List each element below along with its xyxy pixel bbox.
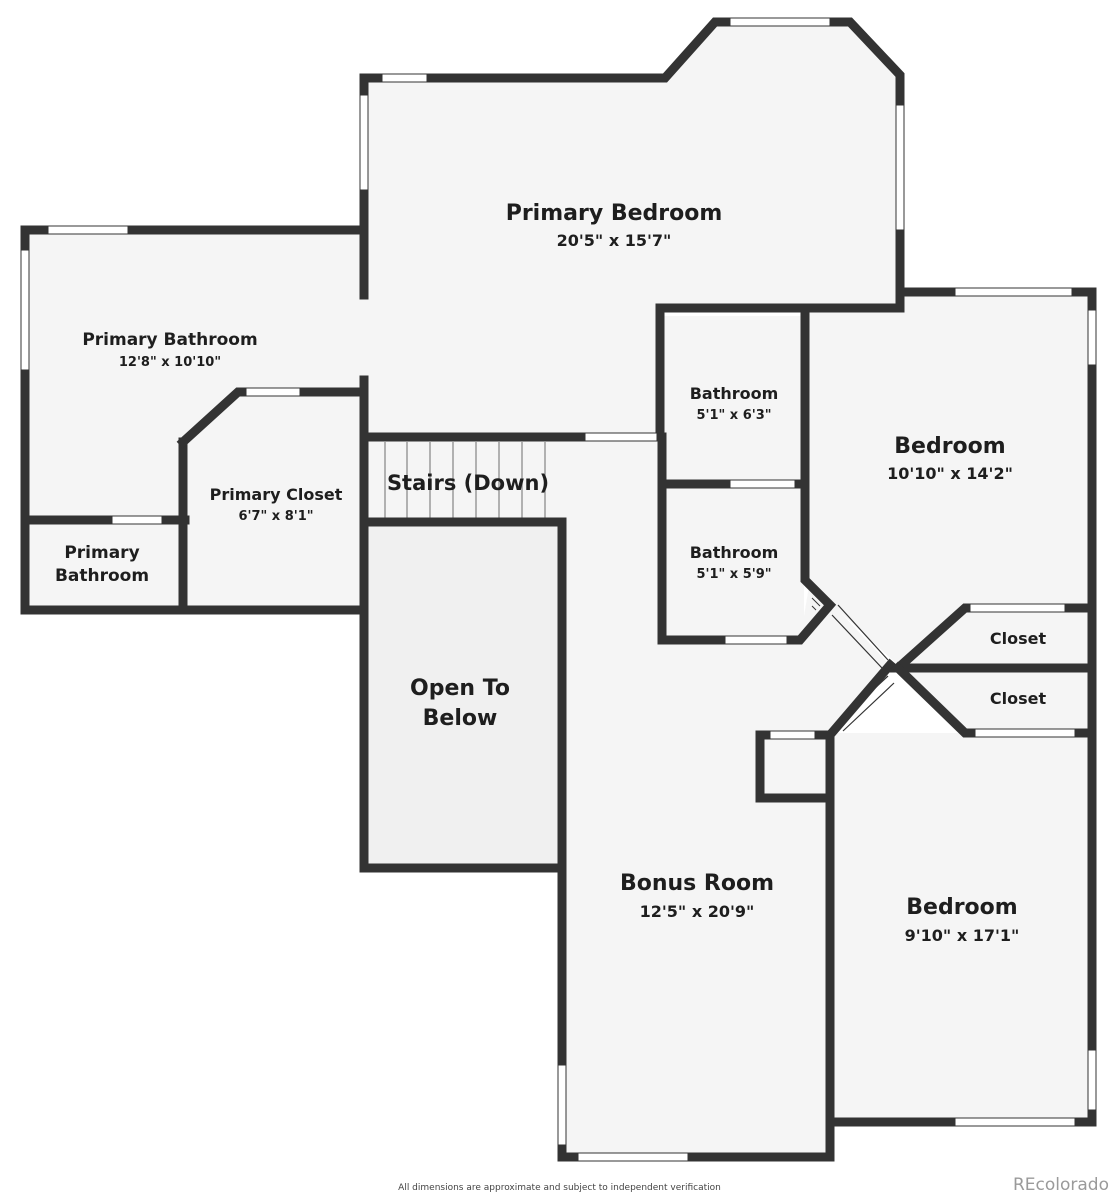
room-name-primary-bathroom-small-line2: Bathroom bbox=[55, 566, 149, 586]
primary-closet-floor bbox=[185, 392, 360, 608]
room-dim-bathroom-1: 5'1" x 6'3" bbox=[696, 408, 771, 423]
bedroom-1-floor bbox=[805, 292, 1092, 665]
room-name-bedroom-1: Bedroom bbox=[894, 434, 1005, 459]
room-dim-primary-closet: 6'7" x 8'1" bbox=[238, 509, 313, 524]
door-bath-divider bbox=[729, 479, 796, 489]
room-name-primary-closet: Primary Closet bbox=[210, 485, 343, 504]
window-bonus-left bbox=[557, 1064, 567, 1146]
room-name-bedroom-2: Bedroom bbox=[906, 895, 1017, 920]
door-bath-2-bottom bbox=[724, 635, 788, 645]
room-name-closet-2: Closet bbox=[990, 689, 1047, 708]
room-name-primary-bedroom: Primary Bedroom bbox=[506, 201, 723, 226]
dimensions-disclaimer: All dimensions are approximate and subje… bbox=[398, 1183, 721, 1193]
room-dim-primary-bedroom: 20'5" x 15'7" bbox=[557, 231, 672, 250]
window-nook bbox=[769, 730, 816, 740]
wall-closet-top bbox=[176, 387, 369, 449]
room-name-bathroom-1: Bathroom bbox=[690, 384, 779, 403]
door-bonus-top bbox=[584, 432, 658, 442]
stairs-floor bbox=[364, 437, 564, 520]
window-bedroom-left bbox=[359, 94, 369, 191]
floor-fills bbox=[25, 22, 1092, 1157]
bathroom-1-floor bbox=[664, 316, 804, 484]
primary-bathroom-small-floor bbox=[25, 520, 180, 610]
open-to-below-floor bbox=[368, 525, 558, 865]
room-name-closet-1: Closet bbox=[990, 629, 1047, 648]
window-bedroom-top bbox=[729, 17, 831, 27]
bathroom-2-floor bbox=[664, 484, 804, 640]
doorway-openings bbox=[831, 604, 895, 732]
primary-bedroom-floor bbox=[364, 22, 900, 437]
room-name-open-to-below-line1: Open To bbox=[410, 676, 510, 701]
window-bedroom-right bbox=[895, 104, 905, 231]
door-closet-1 bbox=[969, 603, 1066, 613]
window-bedroom-1-top bbox=[954, 287, 1073, 297]
window-primary-bath-top bbox=[47, 225, 129, 235]
room-dim-bathroom-2: 5'1" x 5'9" bbox=[696, 567, 771, 582]
room-labels: Primary Bedroom 20'5" x 15'7" Primary Ba… bbox=[55, 201, 1047, 945]
window-closet-top bbox=[245, 387, 301, 397]
room-name-primary-bathroom: Primary Bathroom bbox=[82, 330, 257, 350]
wall-bathrooms bbox=[655, 303, 837, 645]
room-name-bathroom-2: Bathroom bbox=[690, 543, 779, 562]
bedroom-2-floor bbox=[832, 733, 1092, 1122]
window-bedroom-top-left bbox=[381, 73, 428, 83]
door-small-bath bbox=[111, 515, 163, 525]
room-name-primary-bathroom-small-line1: Primary bbox=[64, 543, 139, 563]
room-name-stairs: Stairs (Down) bbox=[387, 471, 549, 495]
window-bonus-bottom bbox=[577, 1152, 689, 1162]
stair-treads bbox=[384, 442, 546, 518]
room-name-open-to-below-line2: Below bbox=[423, 706, 498, 731]
watermark-logo: REcolorado bbox=[1012, 1175, 1109, 1195]
door-closet-2 bbox=[974, 728, 1076, 738]
room-dim-bedroom-1: 10'10" x 14'2" bbox=[887, 464, 1013, 483]
window-bedroom-2-right bbox=[1087, 1049, 1097, 1111]
bonus-room-floor bbox=[562, 580, 890, 1157]
window-bedroom-2-bottom bbox=[954, 1117, 1076, 1127]
window-primary-bath-left bbox=[20, 249, 30, 371]
room-dim-bedroom-2: 9'10" x 17'1" bbox=[905, 926, 1020, 945]
closet-door-marks bbox=[811, 597, 821, 611]
room-dim-primary-bathroom: 12'8" x 10'10" bbox=[119, 355, 221, 370]
windows bbox=[20, 17, 1097, 1162]
window-bedroom-1-right bbox=[1087, 309, 1097, 366]
room-dim-bonus-room: 12'5" x 20'9" bbox=[640, 902, 755, 921]
room-name-bonus-room: Bonus Room bbox=[620, 871, 774, 896]
